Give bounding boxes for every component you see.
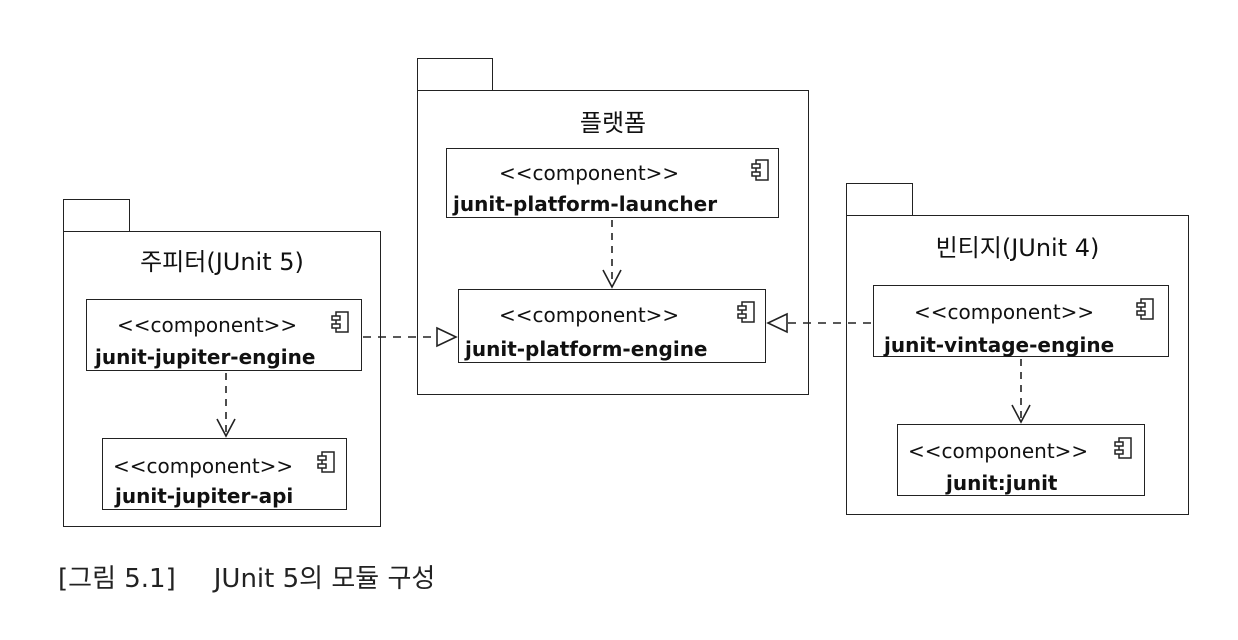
stereotype-label: <<component>> bbox=[499, 303, 680, 327]
dependency-arrow-jupiter-engine-to-api bbox=[216, 373, 236, 438]
figure-number: [그림 5.1] bbox=[58, 564, 176, 594]
component-junit-jupiter-engine: <<component>> junit-jupiter-engine bbox=[86, 299, 362, 371]
component-icon bbox=[331, 311, 349, 333]
figure-caption: [그림 5.1] JUnit 5의 모듈 구성 bbox=[58, 558, 435, 595]
package-name-jupiter: 주피터(JUnit 5) bbox=[140, 248, 304, 276]
component-name: junit-platform-launcher bbox=[453, 192, 718, 216]
stereotype-label: <<component>> bbox=[117, 313, 298, 337]
component-icon bbox=[317, 451, 335, 473]
realization-arrow-jupiter-to-platform bbox=[363, 326, 458, 348]
stereotype-label: <<component>> bbox=[113, 454, 294, 478]
component-name: junit-jupiter-api bbox=[115, 484, 294, 508]
stereotype-label: <<component>> bbox=[908, 439, 1089, 463]
component-name: junit:junit bbox=[946, 471, 1058, 495]
component-junit-jupiter-api: <<component>> junit-jupiter-api bbox=[102, 438, 347, 510]
component-name: junit-platform-engine bbox=[465, 337, 708, 361]
stereotype-label: <<component>> bbox=[914, 300, 1095, 324]
package-name-platform: 플랫폼 bbox=[579, 109, 647, 137]
package-name-vintage: 빈티지(JUnit 4) bbox=[935, 234, 1100, 262]
component-icon bbox=[737, 301, 755, 323]
realization-arrow-vintage-to-platform bbox=[766, 312, 871, 334]
package-tab-platform bbox=[417, 58, 493, 91]
component-icon bbox=[1114, 437, 1132, 459]
component-icon bbox=[751, 159, 769, 181]
dependency-arrow-launcher-to-engine bbox=[602, 220, 622, 289]
dependency-arrow-vintage-engine-to-junit bbox=[1011, 359, 1031, 424]
package-tab-vintage bbox=[846, 183, 913, 216]
component-icon bbox=[1136, 298, 1154, 320]
figure-title: JUnit 5의 모듈 구성 bbox=[213, 564, 436, 594]
component-junit-vintage-engine: <<component>> junit-vintage-engine bbox=[873, 285, 1169, 357]
component-junit-junit: <<component>> junit:junit bbox=[897, 424, 1145, 496]
package-tab-jupiter bbox=[63, 199, 130, 232]
component-junit-platform-launcher: <<component>> junit-platform-launcher bbox=[446, 148, 779, 218]
stereotype-label: <<component>> bbox=[499, 161, 680, 185]
component-name: junit-vintage-engine bbox=[884, 333, 1115, 357]
component-name: junit-jupiter-engine bbox=[95, 345, 316, 369]
component-junit-platform-engine: <<component>> junit-platform-engine bbox=[458, 289, 766, 363]
